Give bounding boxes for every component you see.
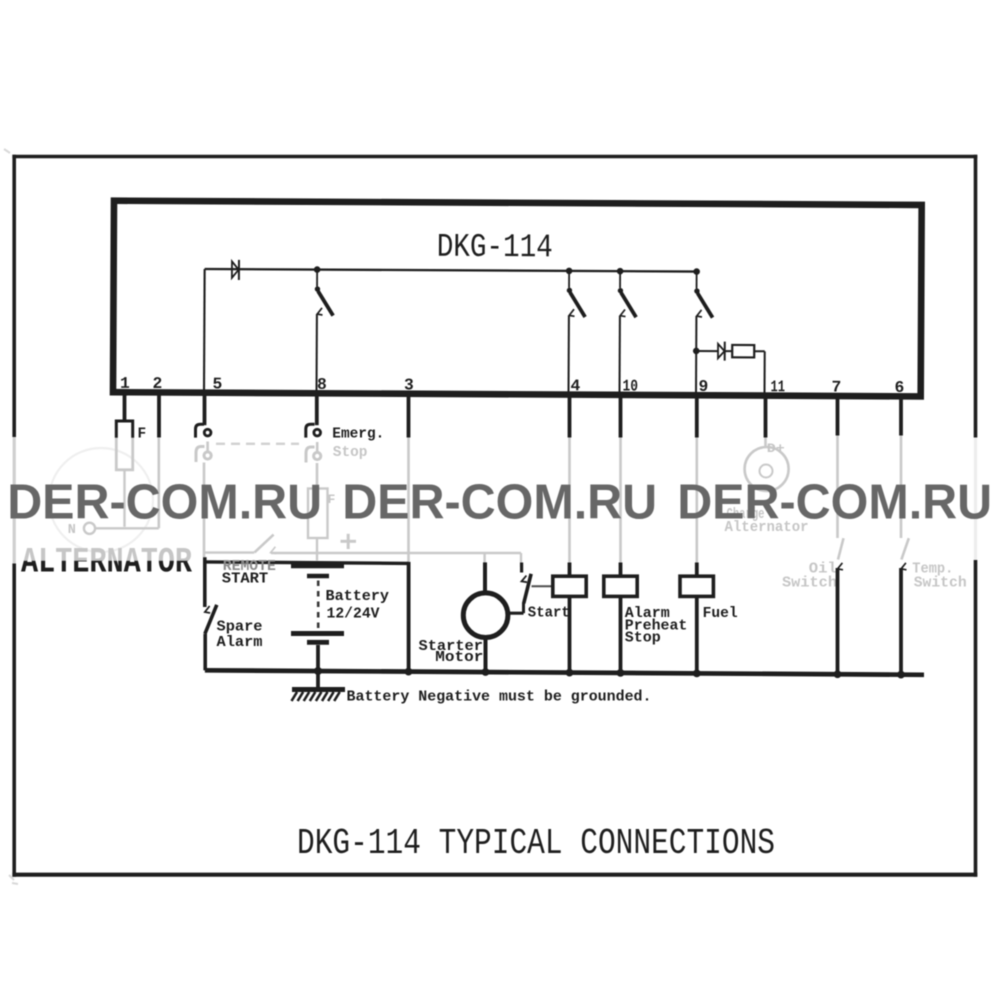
svg-text:ALTERNATOR: ALTERNATOR bbox=[21, 542, 192, 582]
svg-text:Fuel: Fuel bbox=[703, 606, 738, 622]
svg-text:Emerg.: Emerg. bbox=[332, 427, 384, 443]
svg-text:Charge: Charge bbox=[727, 507, 765, 523]
svg-text:DER-COM.RU: DER-COM.RU bbox=[677, 475, 992, 530]
svg-text:Switch: Switch bbox=[782, 574, 837, 591]
svg-text:Alarm: Alarm bbox=[625, 606, 670, 622]
svg-text:Start: Start bbox=[528, 604, 570, 622]
svg-text:DKG-114: DKG-114 bbox=[437, 229, 553, 267]
svg-text:Battery Negative must be groun: Battery Negative must be grounded. bbox=[347, 689, 652, 706]
svg-text:12/24V: 12/24V bbox=[327, 604, 381, 622]
svg-text:Oil: Oil bbox=[809, 560, 837, 577]
svg-text:D+: D+ bbox=[767, 441, 785, 456]
svg-text:Stop: Stop bbox=[625, 631, 661, 647]
svg-text:Switch: Switch bbox=[914, 574, 967, 591]
svg-text:F: F bbox=[138, 427, 147, 443]
svg-text:START: START bbox=[222, 571, 269, 587]
svg-text:Motor: Motor bbox=[435, 648, 483, 666]
svg-text:Alternator: Alternator bbox=[725, 520, 809, 536]
svg-text:6: 6 bbox=[894, 378, 904, 397]
svg-text:7: 7 bbox=[831, 378, 841, 397]
svg-text:2: 2 bbox=[152, 374, 162, 393]
svg-text:Temp.: Temp. bbox=[912, 560, 953, 577]
svg-text:5: 5 bbox=[212, 374, 222, 393]
svg-text:9: 9 bbox=[698, 377, 708, 396]
svg-text:Stop: Stop bbox=[333, 444, 368, 461]
svg-text:REMOTE: REMOTE bbox=[223, 559, 276, 575]
svg-text:1: 1 bbox=[120, 374, 130, 393]
svg-text:DKG-114 TYPICAL CONNECTIONS: DKG-114 TYPICAL CONNECTIONS bbox=[297, 823, 775, 864]
svg-text:11: 11 bbox=[770, 377, 785, 396]
svg-text:Starter: Starter bbox=[419, 637, 484, 655]
svg-text:10: 10 bbox=[622, 376, 638, 395]
svg-text:DER-COM.RU: DER-COM.RU bbox=[342, 475, 657, 530]
svg-text:N: N bbox=[68, 523, 76, 538]
svg-text:Alarm: Alarm bbox=[217, 635, 263, 651]
svg-text:F: F bbox=[328, 492, 336, 507]
svg-text:Battery: Battery bbox=[326, 587, 390, 605]
svg-text:DER-COM.RU: DER-COM.RU bbox=[7, 475, 322, 530]
svg-text:8: 8 bbox=[317, 375, 327, 394]
svg-text:Preheat: Preheat bbox=[625, 618, 688, 634]
svg-text:Spare: Spare bbox=[217, 620, 263, 636]
svg-text:ALTERNATOR: ALTERNATOR bbox=[21, 542, 192, 582]
svg-text:4: 4 bbox=[570, 376, 580, 395]
svg-text:3: 3 bbox=[404, 375, 414, 394]
